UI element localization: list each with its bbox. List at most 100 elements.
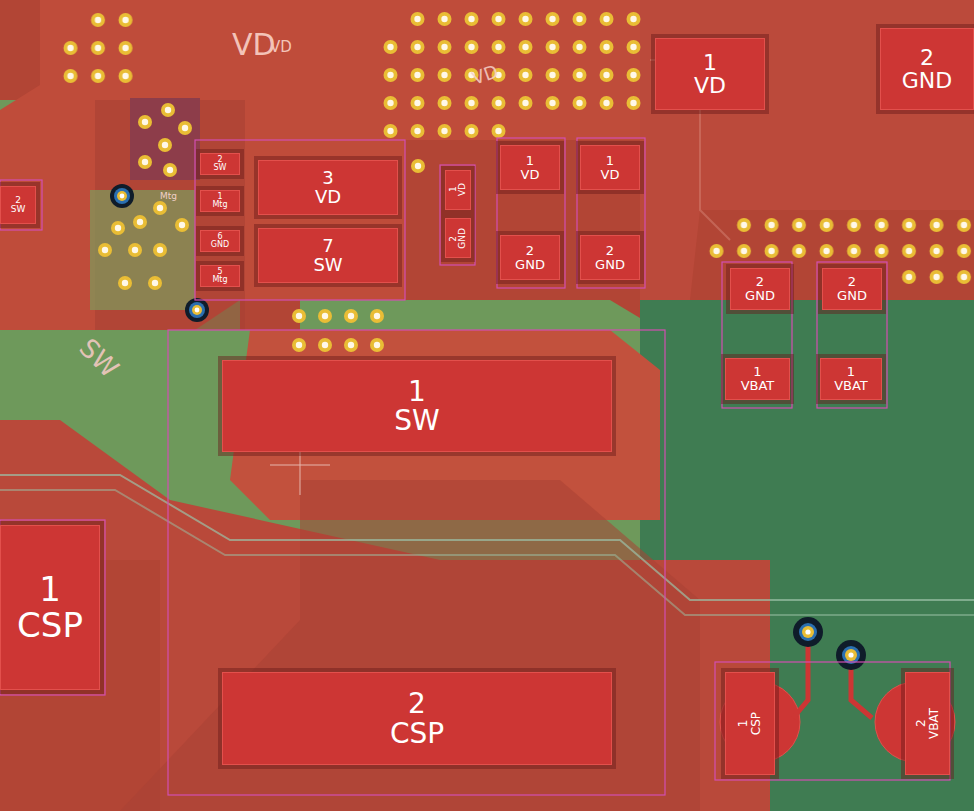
- net-name: VD: [315, 188, 341, 207]
- copper-pad: 3VD: [258, 160, 398, 215]
- copper-pad: 2GND: [880, 28, 974, 110]
- net-name: VD: [458, 183, 467, 196]
- pin-number: 2: [217, 156, 222, 164]
- net-name: VBAT: [928, 708, 941, 739]
- copper-pad: 2VBAT: [905, 672, 950, 775]
- pin-number: 1: [737, 720, 750, 728]
- pad-text: 2GND: [515, 244, 545, 271]
- copper-pad: 1VD: [580, 145, 640, 190]
- net-name: Mtg: [212, 201, 227, 209]
- net-name: Mtg: [212, 276, 227, 284]
- pad-text: 2GND: [837, 275, 867, 302]
- pin-number: 2: [606, 244, 614, 258]
- net-name: SW: [214, 164, 227, 172]
- net-name: VD: [694, 74, 726, 97]
- pad-text: 1VBAT: [741, 365, 775, 392]
- net-name: SW: [394, 406, 439, 435]
- net-name: GND: [837, 289, 867, 303]
- pad-text: 1CSP: [17, 572, 83, 643]
- silkscreen-label: VD: [270, 40, 292, 55]
- net-name: CSP: [750, 712, 763, 735]
- pad-text: 1VBAT: [834, 365, 868, 392]
- net-name: GND: [458, 228, 467, 249]
- net-name: CSP: [390, 719, 444, 748]
- pad-text: 2CSP: [390, 689, 444, 748]
- copper-pad: 1CSP: [0, 525, 100, 690]
- net-name: SW: [313, 256, 342, 275]
- pad-text: 6GND: [211, 233, 229, 250]
- pin-number: 2: [449, 235, 458, 241]
- pad-text: 2SW: [214, 156, 227, 173]
- silkscreen-label: Mtg: [160, 192, 177, 201]
- pad-text: 2GND: [745, 275, 775, 302]
- pad-text: 2GND: [902, 46, 952, 92]
- pin-number: 7: [322, 237, 333, 256]
- pad-text: 3VD: [315, 169, 341, 207]
- pin-number: 2: [915, 720, 928, 728]
- pin-number: 1: [753, 365, 761, 379]
- net-name: GND: [595, 258, 625, 272]
- copper-pad: 1CSP: [725, 672, 775, 775]
- net-name: GND: [211, 241, 229, 249]
- pin-number: 2: [920, 46, 934, 69]
- copper-pad: 2GND: [822, 268, 882, 310]
- pad-text: 1VD: [449, 183, 468, 196]
- pad-text: 1VD: [521, 154, 540, 181]
- copper-pad: 1VD: [445, 170, 471, 210]
- pin-number: 2: [526, 244, 534, 258]
- copper-pad: 2SW: [0, 186, 36, 224]
- copper-pad: 2GND: [445, 218, 471, 258]
- copper-pad: 1VBAT: [820, 358, 882, 400]
- net-name: GND: [902, 69, 952, 92]
- silkscreen-label: VD: [232, 30, 276, 60]
- pad-text: 1CSP: [737, 712, 762, 735]
- copper-pad: 2CSP: [222, 672, 612, 765]
- net-name: VD: [521, 168, 540, 182]
- pad-text: 1SW: [394, 377, 439, 436]
- net-name: VBAT: [834, 379, 868, 393]
- copper-pad: 6GND: [200, 230, 240, 252]
- copper-pad: 2GND: [500, 235, 560, 280]
- pad-text: 1VD: [601, 154, 620, 181]
- copper-pad: 2GND: [580, 235, 640, 280]
- pad-text: 2GND: [449, 228, 468, 249]
- net-name: VBAT: [741, 379, 775, 393]
- pin-number: 1: [847, 365, 855, 379]
- pin-number: 1: [408, 377, 426, 406]
- pad-text: 2SW: [11, 196, 26, 215]
- pin-number: 1: [703, 51, 717, 74]
- copper-pad: 1VD: [500, 145, 560, 190]
- pad-text: 7SW: [313, 237, 342, 275]
- copper-pad: 1VBAT: [725, 358, 790, 400]
- pad-text: 1VD: [694, 51, 726, 97]
- pin-number: 2: [15, 196, 21, 205]
- pad-text: 2VBAT: [915, 708, 940, 739]
- pin-number: 2: [848, 275, 856, 289]
- pin-number: 1: [217, 193, 222, 201]
- net-name: SW: [11, 205, 26, 214]
- pin-number: 1: [606, 154, 614, 168]
- net-name: GND: [745, 289, 775, 303]
- pad-text: 5Mtg: [212, 268, 227, 285]
- pad-text: 1Mtg: [212, 193, 227, 210]
- pin-number: 1: [526, 154, 534, 168]
- pin-number: 5: [217, 268, 222, 276]
- pin-number: 3: [322, 169, 333, 188]
- copper-pad: 1VD: [655, 38, 765, 110]
- pin-number: 2: [756, 275, 764, 289]
- net-name: GND: [515, 258, 545, 272]
- pin-number: 1: [449, 187, 458, 193]
- pad-text: 2GND: [595, 244, 625, 271]
- copper-pad: 1SW: [222, 360, 612, 452]
- pin-number: 6: [217, 233, 222, 241]
- copper-pad: 2GND: [730, 268, 790, 310]
- pin-number: 2: [408, 689, 426, 718]
- net-name: VD: [601, 168, 620, 182]
- net-name: CSP: [17, 608, 83, 644]
- copper-pad: 7SW: [258, 228, 398, 283]
- pin-number: 1: [39, 572, 61, 608]
- copper-pad: 1Mtg: [200, 190, 240, 212]
- copper-pad: 2SW: [200, 153, 240, 175]
- copper-pad: 5Mtg: [200, 265, 240, 287]
